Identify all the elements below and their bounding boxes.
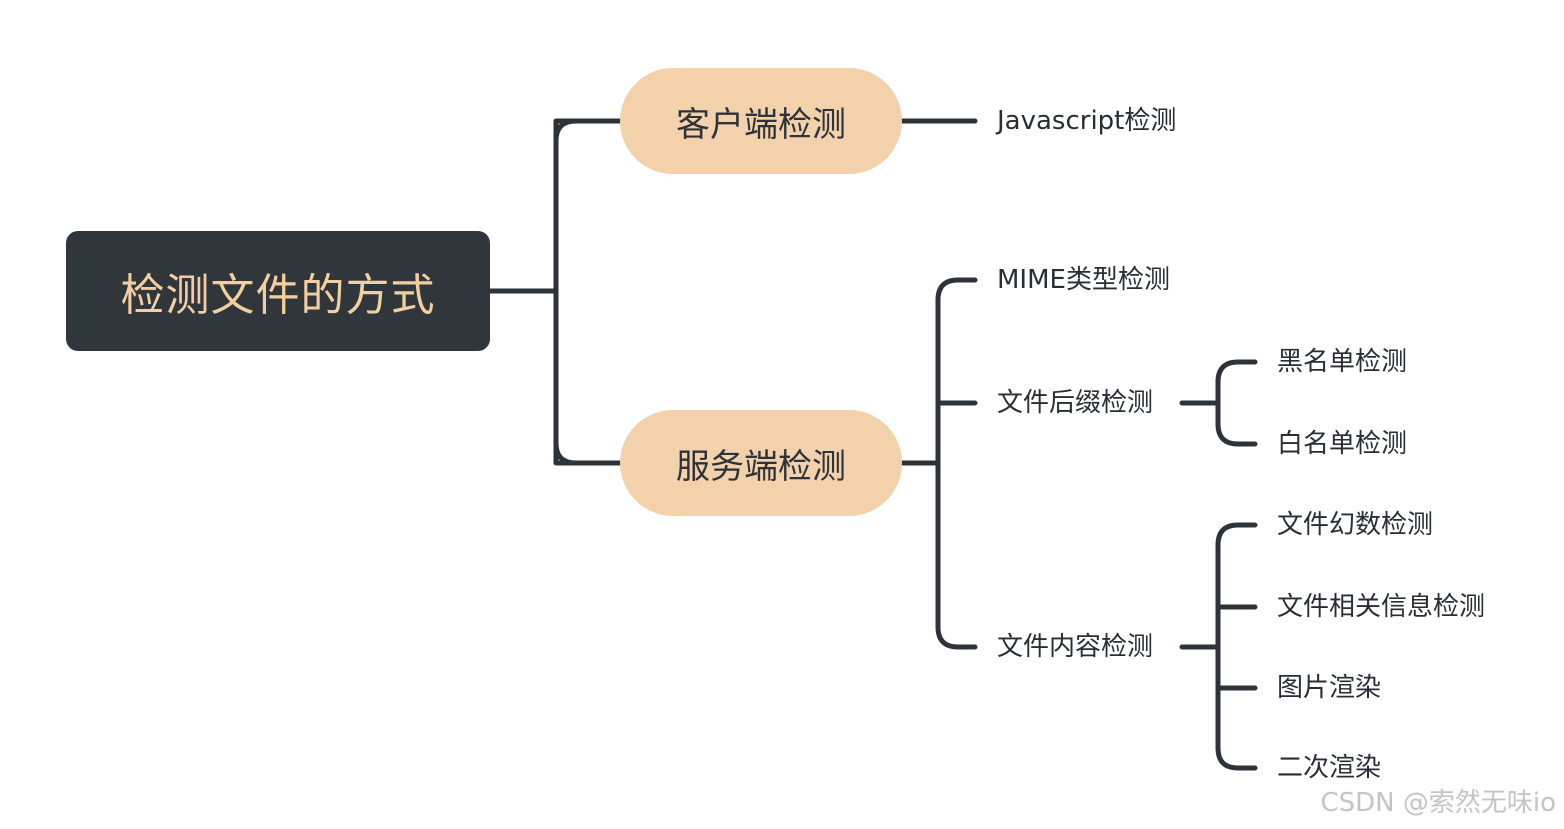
leaf-javascript-check: Javascript检测	[997, 106, 1177, 136]
leaf-file-info-check: 文件相关信息检测	[1277, 592, 1486, 622]
connector-suffix-to-lists	[1179, 359, 1258, 447]
connector-content-curves	[1215, 522, 1241, 771]
leaf-whitelist-check: 白名单检测	[1277, 429, 1408, 459]
branch-client-label: 客户端检测	[676, 104, 846, 145]
leaf-image-render: 图片渲染	[1277, 673, 1382, 703]
branch-client-node: 客户端检测	[620, 68, 902, 174]
leaf-blacklist-check: 黑名单检测	[1277, 347, 1408, 377]
leaf-magic-number-check: 文件幻数检测	[1277, 510, 1434, 540]
connector-root-to-branches	[487, 118, 623, 466]
leaf-mime-check: MIME类型检测	[997, 265, 1170, 295]
connector-server-to-children	[899, 277, 978, 650]
branch-server-label: 服务端检测	[676, 446, 846, 487]
leaf-suffix-check: 文件后缀检测	[997, 388, 1154, 418]
root-node: 检测文件的方式	[66, 231, 490, 351]
connector-suffix-curves	[1215, 359, 1241, 447]
leaf-content-check: 文件内容检测	[997, 632, 1154, 662]
branch-server-node: 服务端检测	[620, 410, 902, 516]
connector-content-to-children	[1179, 522, 1258, 771]
connector-server-curves	[935, 277, 961, 650]
leaf-secondary-render: 二次渲染	[1277, 753, 1382, 783]
root-label: 检测文件的方式	[120, 270, 436, 321]
connector-root-curve	[553, 118, 579, 466]
watermark: CSDN @索然无味io	[1320, 788, 1556, 818]
